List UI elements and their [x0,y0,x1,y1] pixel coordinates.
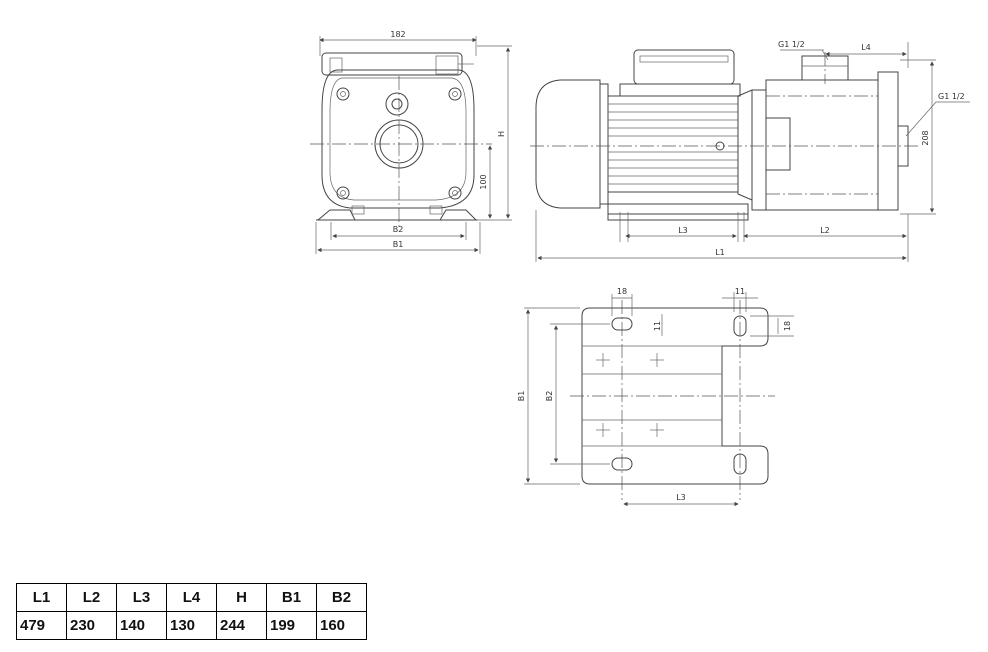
dimension-header-row: L1 L2 L3 L4 H B1 B2 [16,583,367,612]
front-height-label: H [497,131,506,137]
base-slot-hole-label: 11 [653,321,662,331]
value-l4: 130 [166,611,217,640]
base-b1-label: B1 [517,391,526,402]
front-width-label: 182 [390,30,405,39]
base-plate-view: 18 11 11 18 B1 B2 L3 [517,287,794,507]
dimension-table: L1 L2 L3 L4 H B1 B2 479 230 140 130 244 … [16,583,367,640]
side-l3-label: L3 [678,226,688,235]
front-b2-label: B2 [393,225,404,234]
side-l4-label: L4 [861,43,871,52]
base-slot-right-height-label: 18 [783,321,792,331]
value-l1: 479 [16,611,67,640]
value-l3: 140 [116,611,167,640]
dimension-value-row: 479 230 140 130 244 199 160 [16,611,367,640]
side-view: G1 1/2 L4 G1 1/2 208 L3 L2 L1 [530,40,970,262]
header-l4: L4 [166,583,217,612]
side-l1-label: L1 [715,248,725,257]
value-h: 244 [216,611,267,640]
front-view: 182 H 100 B2 B1 [310,30,512,254]
header-h: H [216,583,267,612]
header-b2: B2 [316,583,367,612]
front-axis-height-label: 100 [479,174,488,189]
header-l2: L2 [66,583,117,612]
header-l3: L3 [116,583,167,612]
base-slot-width-label: 18 [617,287,627,296]
base-l3-label: L3 [676,493,686,502]
value-b2: 160 [316,611,367,640]
header-b1: B1 [266,583,317,612]
header-l1: L1 [16,583,67,612]
front-b1-label: B1 [393,240,404,249]
side-l2-label: L2 [820,226,830,235]
inlet-size-label: G1 1/2 [778,40,805,49]
base-b2-label: B2 [545,391,554,402]
side-height-label: 208 [921,130,930,145]
base-slot-right-label: 11 [735,287,745,296]
outlet-size-label: G1 1/2 [938,92,965,101]
value-l2: 230 [66,611,117,640]
value-b1: 199 [266,611,317,640]
